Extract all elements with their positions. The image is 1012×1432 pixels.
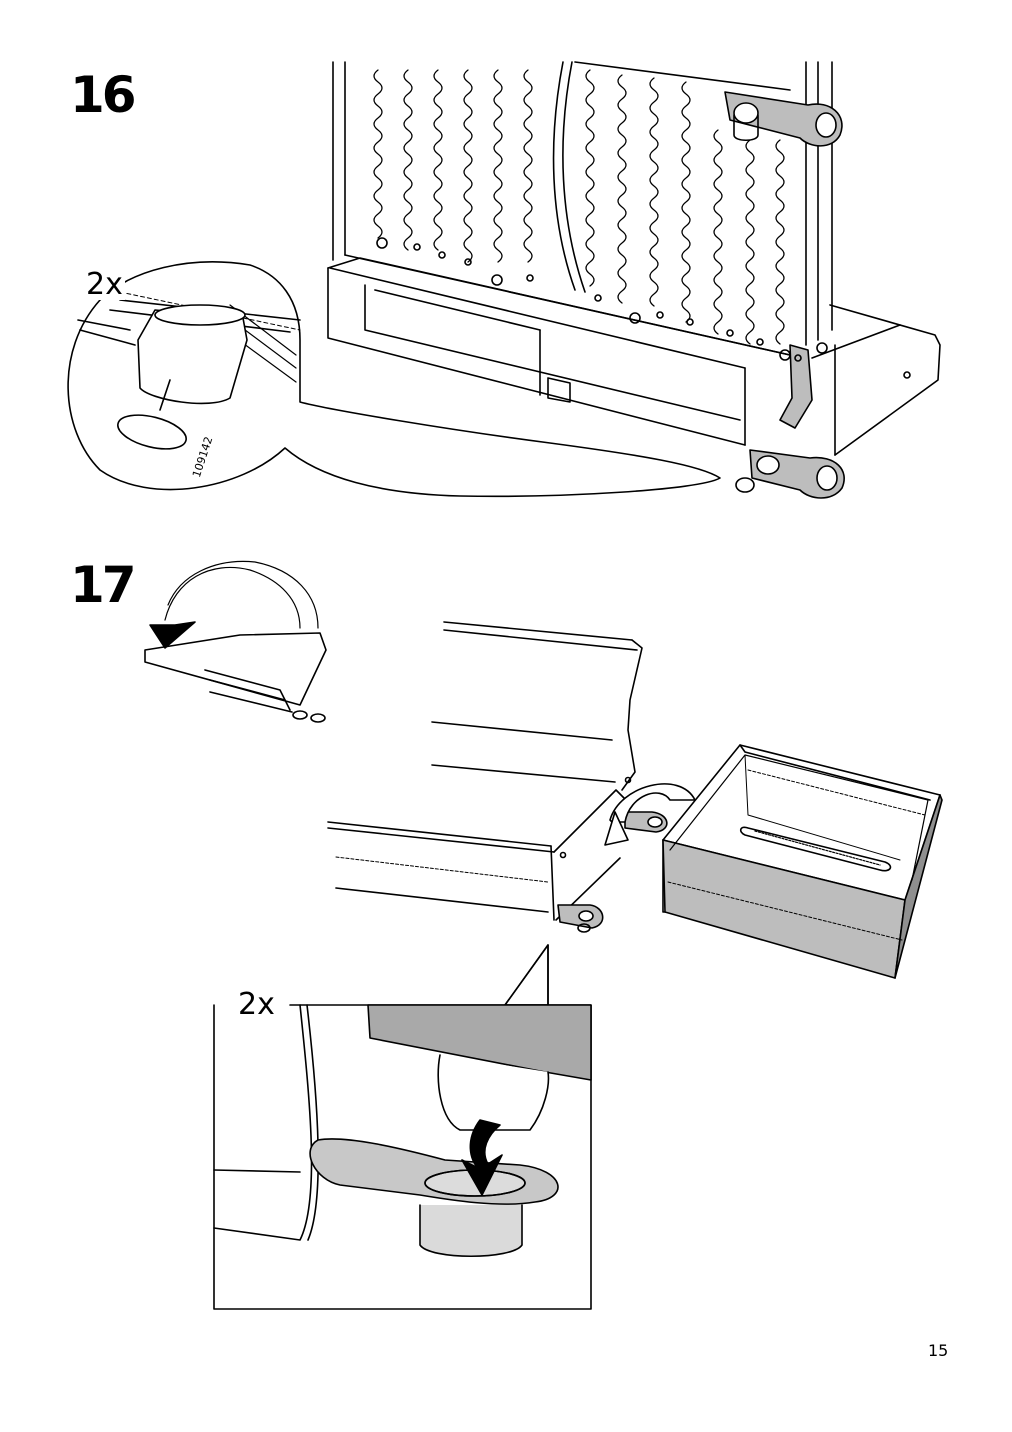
page-number: 15 [928, 1341, 949, 1360]
step-16-number: 16 [70, 66, 137, 124]
step17-thumbnail [144, 560, 327, 723]
step16-sofa-frame-illustration [327, 61, 941, 499]
step-17-quantity: 2x [236, 987, 277, 1022]
step17-sofa-seat-illustration [327, 621, 696, 933]
step16-detail-bubble [67, 261, 721, 498]
step-17-number: 17 [70, 556, 137, 614]
step17-detail-box [213, 944, 592, 1310]
step17-frame-box [662, 744, 943, 979]
step-16-quantity: 2x [84, 267, 125, 302]
